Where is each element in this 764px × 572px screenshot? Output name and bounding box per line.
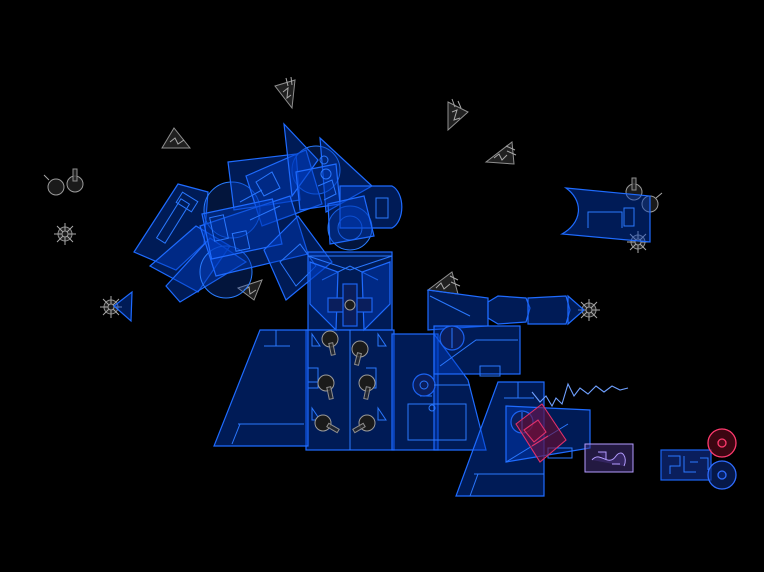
- robot-hip-column: [305, 329, 395, 451]
- gear-icon: [578, 299, 600, 321]
- floating-armor-fragment: [559, 187, 651, 243]
- debris-shard-icon: [484, 141, 517, 165]
- electric-spark: [531, 382, 629, 408]
- debris-shard-icon: [161, 127, 192, 149]
- debris-field: [161, 76, 517, 301]
- gear-icon: [54, 223, 76, 245]
- piston-joint-icon: [314, 330, 376, 434]
- robot-right-arm: [427, 289, 585, 377]
- debris-shard-icon: [274, 76, 296, 110]
- robot-wreckage-cluster: [133, 122, 403, 303]
- robot-left-leg: [213, 329, 309, 447]
- robot-torso: [307, 251, 393, 332]
- debris-shard-icon: [426, 271, 461, 295]
- ring-blue-icon[interactable]: [707, 460, 737, 490]
- piston-joint-icon: [43, 168, 84, 196]
- debris-shard-icon: [447, 98, 469, 132]
- circuit-panel-blue: [660, 449, 712, 481]
- ring-red-icon[interactable]: [707, 428, 737, 458]
- robot-right-leg: [391, 332, 487, 451]
- damaged-panel: [515, 403, 567, 463]
- blue-fin-plate: [113, 290, 133, 323]
- gear-icon: [100, 296, 122, 318]
- circuit-panel-pickup: [584, 443, 634, 473]
